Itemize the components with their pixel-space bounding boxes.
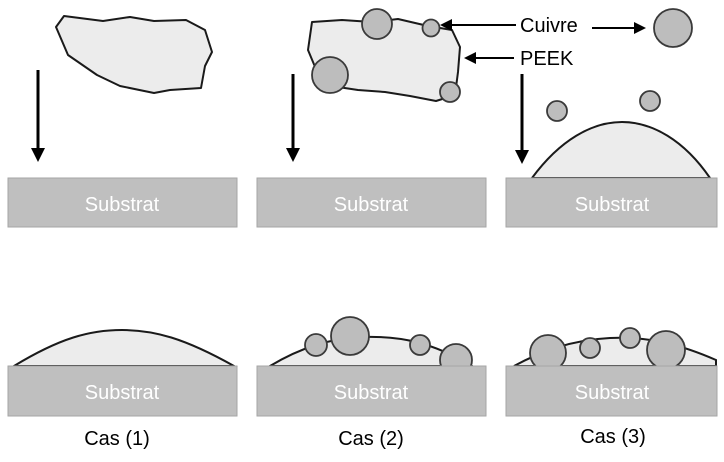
- impact-arrow-case1: [31, 70, 45, 162]
- copper-particle: [330, 316, 370, 356]
- copper-particle: [619, 327, 641, 349]
- substrate-top-case1: Substrat: [7, 177, 238, 228]
- copper-particle: [361, 8, 393, 40]
- case-label-2: Cas (2): [338, 428, 404, 450]
- copper-particle: [646, 330, 686, 370]
- copper-pointer-right: [592, 22, 646, 34]
- substrate-bottom-case2: Substrat: [256, 365, 487, 417]
- copper-particle: [304, 333, 328, 357]
- substrate-label: Substrat: [334, 194, 409, 216]
- peek-particle-case1: [55, 15, 213, 94]
- peek-label: PEEK: [520, 48, 574, 70]
- peek-pointer: [464, 52, 514, 64]
- substrate-top-case3: Substrat: [505, 177, 718, 228]
- case-label-1: Cas (1): [84, 428, 150, 450]
- copper-particle: [546, 100, 568, 122]
- substrate-bottom-case3: Substrat: [505, 365, 718, 417]
- substrate-label: Substrat: [575, 382, 650, 404]
- substrate-label: Substrat: [85, 194, 160, 216]
- peek-deposit-top-case3: [530, 120, 712, 179]
- peek-deposit-case1: [10, 328, 238, 367]
- copper-particle: [579, 337, 601, 359]
- copper-particle: [439, 81, 461, 103]
- substrate-label: Substrat: [85, 382, 160, 404]
- case-label-3: Cas (3): [580, 426, 646, 448]
- impact-arrow-case2: [286, 74, 300, 162]
- copper-particle: [311, 56, 349, 94]
- copper-particle-legend: [653, 8, 693, 48]
- substrate-top-case2: Substrat: [256, 177, 487, 228]
- copper-particle: [421, 18, 441, 38]
- copper-label: Cuivre: [520, 15, 578, 37]
- copper-pointer: [440, 19, 516, 31]
- substrate-label: Substrat: [575, 194, 650, 216]
- copper-particle: [639, 90, 661, 112]
- substrate-label: Substrat: [334, 382, 409, 404]
- substrate-bottom-case1: Substrat: [7, 365, 238, 417]
- copper-particle: [409, 334, 431, 356]
- impact-arrow-case3: [515, 74, 529, 164]
